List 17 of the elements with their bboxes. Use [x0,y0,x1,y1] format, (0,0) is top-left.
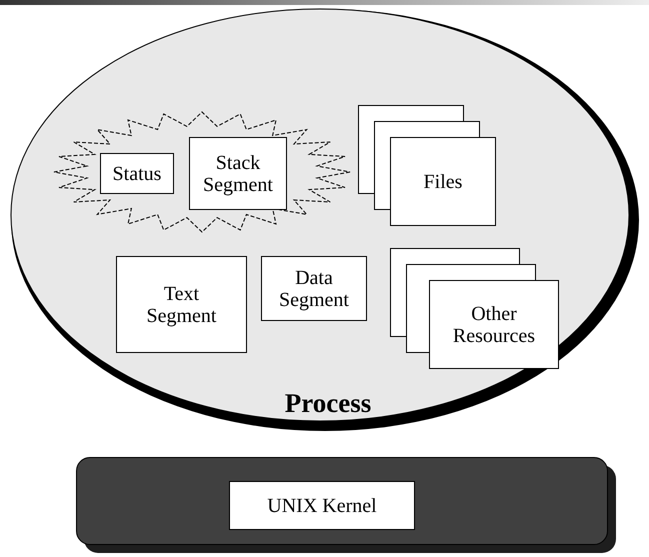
segment-box [100,153,174,194]
box-label: Stack Segment [203,152,273,196]
segment-box [229,481,415,530]
box-label: Status [112,162,162,184]
box-label: Text Segment [146,282,218,326]
resource-box [390,137,496,226]
kernel-panel [76,457,616,553]
box-label: Data Segment [278,266,350,310]
starburst-outline [52,110,352,234]
box-label: UNIX Kernel [267,494,377,516]
resource-box [429,280,559,369]
segment-box [261,256,367,321]
segment-box [116,256,247,353]
process-title: Process [284,390,372,417]
box-label: Files [424,170,462,192]
segment-box [189,137,287,210]
box-label: Other Resources [452,302,536,346]
